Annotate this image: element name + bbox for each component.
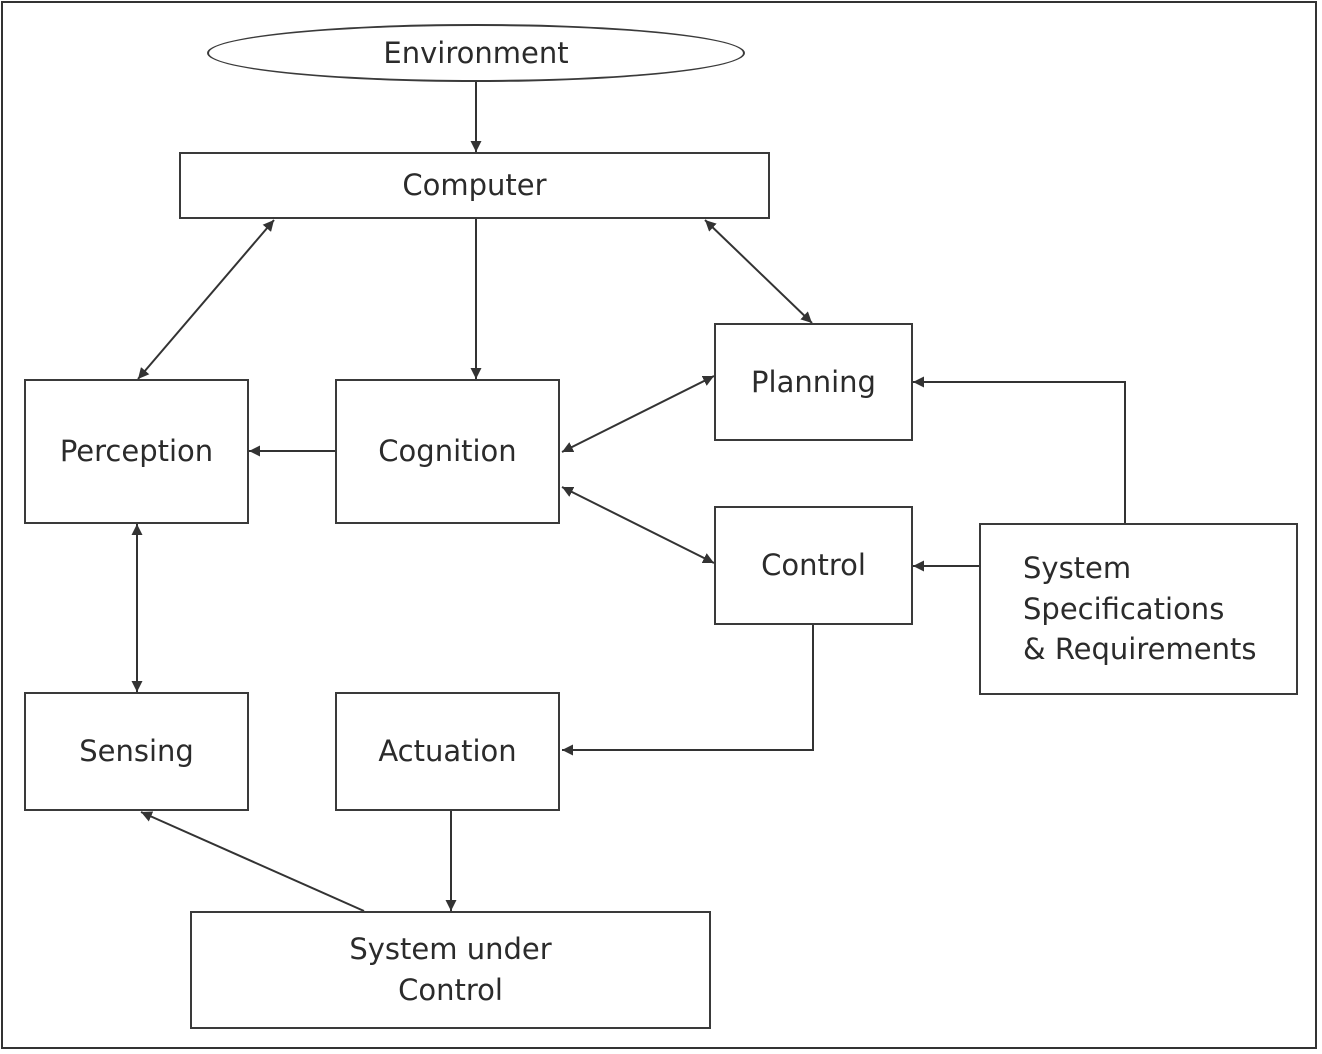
system-specs-label: System Specifications & Requirements bbox=[1023, 551, 1257, 667]
planning-node: Planning bbox=[714, 323, 913, 441]
system-specs-node: System Specifications & Requirements bbox=[979, 523, 1298, 695]
sensing-label: Sensing bbox=[79, 734, 194, 769]
edge-system-specs-to-planning bbox=[913, 376, 1126, 523]
edge-control-to-actuation bbox=[562, 625, 814, 756]
computer-node: Computer bbox=[179, 152, 770, 219]
computer-label: Computer bbox=[402, 168, 547, 203]
planning-label: Planning bbox=[751, 364, 876, 399]
system-under-control-node: System under Control bbox=[190, 911, 711, 1029]
system-under-control-label: System under Control bbox=[349, 932, 552, 1007]
actuation-node: Actuation bbox=[335, 692, 560, 811]
control-node: Control bbox=[714, 506, 913, 625]
environment-node: Environment bbox=[207, 24, 745, 82]
edge-cognition-to-control bbox=[561, 486, 715, 564]
edge-system-under-control-to-sensing bbox=[140, 811, 365, 912]
edge-cognition-to-planning bbox=[561, 375, 715, 453]
edge-computer-to-planning bbox=[704, 219, 813, 324]
edge-computer-to-perception bbox=[137, 219, 275, 380]
environment-label: Environment bbox=[383, 35, 569, 70]
perception-label: Perception bbox=[59, 434, 214, 469]
cognition-node: Cognition bbox=[335, 379, 560, 524]
cognition-label: Cognition bbox=[378, 434, 517, 469]
sensing-node: Sensing bbox=[24, 692, 249, 811]
perception-node: Perception bbox=[24, 379, 249, 524]
actuation-label: Actuation bbox=[378, 734, 517, 769]
control-label: Control bbox=[761, 548, 866, 583]
